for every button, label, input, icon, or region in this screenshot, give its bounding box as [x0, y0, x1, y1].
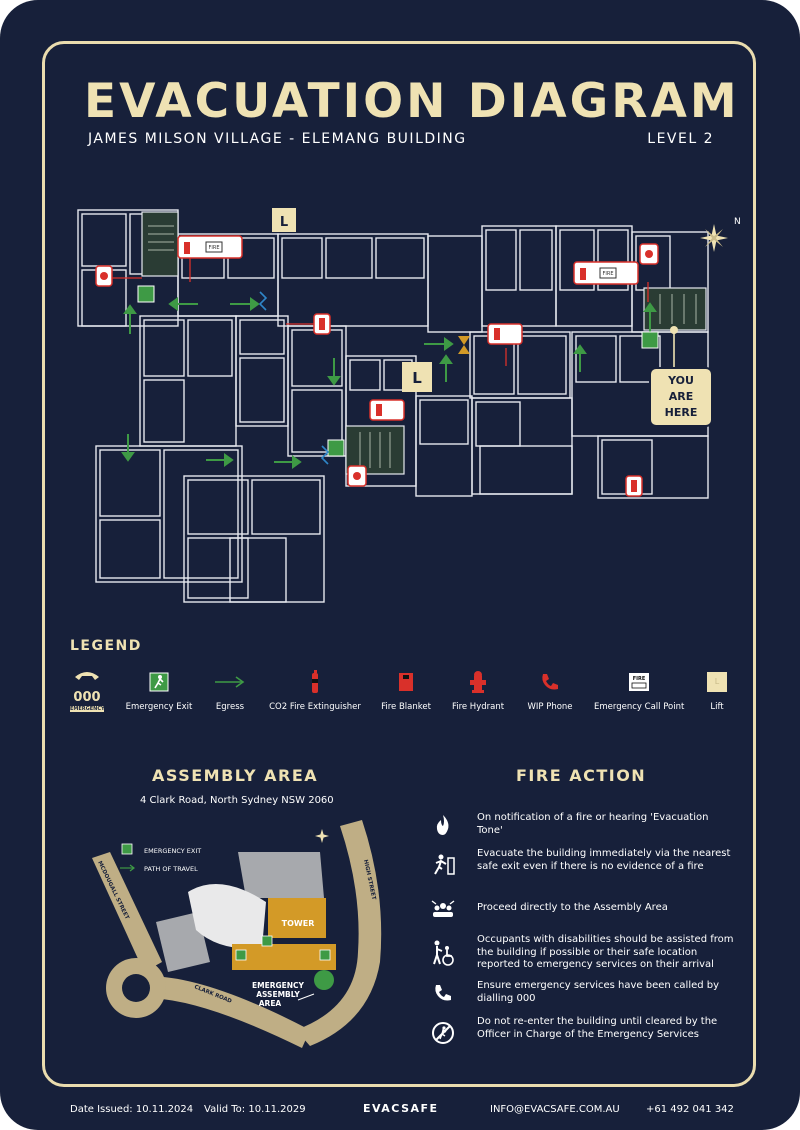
lift-label-2: L — [412, 369, 422, 387]
emergency-number: 000 — [73, 690, 101, 705]
assembly-pointer — [297, 993, 315, 1001]
legend-label-call-point: Emergency Call Point — [594, 702, 685, 712]
level-label: LEVEL 2 — [647, 131, 714, 147]
fire-action-text-5: Ensure emergency services have been call… — [477, 980, 720, 1004]
you-are-here-box — [649, 367, 713, 427]
plan-exit-signs — [137, 285, 659, 457]
sheet-border — [42, 41, 756, 1087]
neighbour-buildings — [156, 852, 324, 972]
call-point-label-1: FIRE — [209, 245, 220, 251]
map-compass-icon — [315, 829, 329, 843]
roundabout-island — [122, 974, 150, 1002]
fire-doors — [258, 291, 330, 465]
building-subtitle: JAMES MILSON VILLAGE - ELEMANG BUILDING — [88, 131, 467, 147]
assembly-area-map: MCDOUGALL STREET HIGH STREET CLARK ROAD … — [92, 820, 382, 1048]
emergency-caption: EMERGENCY — [70, 706, 105, 712]
valid-to: Valid To: 10.11.2029 — [204, 1104, 306, 1115]
call-point-fire-text: FIRE — [633, 676, 646, 682]
legend-title: LEGEND — [70, 638, 142, 654]
emergency-phone-icon — [75, 672, 99, 680]
you-are-here-line-2: ARE — [669, 390, 694, 403]
north-compass-icon — [700, 224, 728, 252]
call-point-icon: FIRE — [629, 673, 649, 691]
fire-action-title: FIRE ACTION — [516, 766, 647, 785]
plan-equipment — [95, 235, 659, 497]
fire-blanket-icon — [399, 673, 413, 691]
legend-item-co2-extinguisher: CO2 Fire Extinguisher — [268, 668, 362, 712]
egress-arrows — [121, 297, 657, 469]
page-title: EVACUATION DIAGRAM — [84, 74, 740, 129]
legend-item-wip-phone: WIP Phone — [524, 668, 576, 712]
legend-item-emergency-exit: Emergency Exit — [124, 668, 194, 712]
egress-arrow-icon — [215, 676, 245, 688]
legend-label-co2-extinguisher: CO2 Fire Extinguisher — [269, 702, 361, 712]
contact-email[interactable]: INFO@EVACSAFE.COM.AU — [490, 1104, 620, 1115]
legend-item-egress: Egress — [210, 668, 250, 712]
fire-action-text-4: Occupants with disabilities should be as… — [477, 934, 734, 970]
legend-label-fire-hydrant: Fire Hydrant — [451, 702, 505, 712]
phone-icon — [542, 674, 558, 690]
legend-emergency-number: 000 EMERGENCY — [70, 668, 105, 712]
door-marker — [458, 336, 470, 354]
legend-item-fire-blanket: Fire Blanket — [378, 668, 434, 712]
map-exit-sign-2 — [235, 949, 247, 961]
legend-label-fire-blanket: Fire Blanket — [381, 702, 431, 712]
no-reentry-icon — [432, 1022, 454, 1044]
fire-action-text-6: Do not re-enter the building until clear… — [477, 1016, 718, 1040]
fire-hydrant-icon — [470, 671, 486, 693]
fire-action-text-1: On notification of a fire or hearing 'Ev… — [477, 812, 709, 836]
assisted-person-icon — [433, 940, 454, 966]
co2-extinguisher-icon — [312, 670, 318, 693]
assembly-point-icon — [314, 970, 334, 990]
assembly-area-title: ASSEMBLY AREA — [152, 766, 319, 785]
running-exit-icon — [434, 854, 455, 875]
north-label: N — [734, 217, 741, 227]
plan-lifts — [272, 208, 432, 392]
evacsafe-logo: EVACSAFE — [363, 1102, 439, 1115]
fire-action-text-2: Evacuate the building immediately via th… — [477, 848, 731, 872]
legend-item-call-point: FIRE Emergency Call Point — [594, 668, 684, 712]
call-phone-icon — [435, 985, 451, 1001]
assembly-address: 4 Clark Road, North Sydney NSW 2060 — [140, 795, 334, 806]
emergency-exit-icon — [149, 672, 169, 692]
tower-label: TOWER — [282, 919, 315, 928]
stair-treads — [148, 225, 697, 468]
lift-label-1: L — [280, 215, 288, 230]
legend-item-fire-hydrant: Fire Hydrant — [450, 668, 506, 712]
you-are-here-line-1: YOU — [667, 374, 694, 387]
call-point-label-2: FIRE — [603, 271, 614, 277]
contact-phone[interactable]: +61 492 041 342 — [646, 1104, 734, 1115]
map-exit-sign-3 — [319, 949, 331, 961]
map-exit-sign-1 — [261, 935, 273, 947]
map-legend-exit-icon — [121, 843, 133, 855]
date-issued: Date Issued: 10.11.2024 — [70, 1104, 194, 1115]
assembly-area-label-2: ASSEMBLY — [256, 990, 300, 999]
legend-label-emergency-exit: Emergency Exit — [125, 702, 193, 712]
legend-label-wip-phone: WIP Phone — [527, 702, 573, 712]
legend-item-lift: L Lift — [702, 668, 732, 712]
assembly-podium — [232, 944, 336, 970]
map-legend-exit: EMERGENCY EXIT — [144, 847, 201, 855]
fire-action-text-3: Proceed directly to the Assembly Area — [477, 902, 668, 913]
legend-label-egress: Egress — [215, 702, 245, 712]
floor-plan: L L FIRE FIRE YOU ARE HERE N — [77, 208, 741, 603]
assembly-group-icon — [431, 900, 455, 917]
map-legend-path-head — [129, 864, 135, 872]
tower-building — [268, 898, 326, 938]
you-are-here-line-3: HERE — [665, 406, 698, 419]
assembly-area-label-3: AREA — [259, 999, 282, 1008]
map-legend-path: PATH OF TRAVEL — [144, 865, 198, 873]
assembly-area-label-1: EMERGENCY — [252, 981, 305, 990]
you-are-here-dot — [670, 326, 678, 334]
callout-lines — [110, 258, 649, 366]
lift-icon: L — [707, 672, 727, 692]
legend-label-lift: Lift — [710, 702, 724, 712]
flame-icon — [436, 815, 449, 835]
